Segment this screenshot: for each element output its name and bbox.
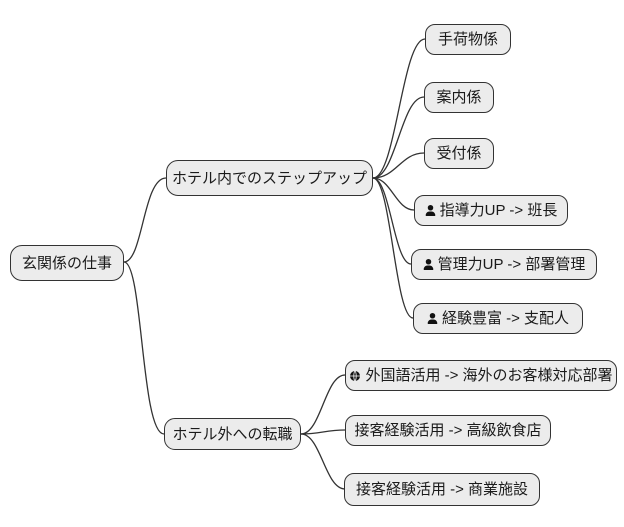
node-label: 接客経験活用 -> 高級飲食店 xyxy=(354,422,542,439)
edge-career-to-commercial xyxy=(300,433,346,490)
node-root: 玄関係の仕事 xyxy=(10,245,124,281)
node-foreign-language: 外国語活用 -> 海外のお客様対応部署 xyxy=(345,360,617,391)
edge-stepup-to-leadership xyxy=(372,177,415,211)
node-label: 案内係 xyxy=(436,89,482,106)
node-label: 指導力UP -> 班長 xyxy=(439,202,558,219)
node-hotel-internal-stepup: ホテル内でのステップアップ xyxy=(166,160,373,196)
edge-stepup-to-experience xyxy=(372,177,414,319)
node-hotel-external-career: ホテル外への転職 xyxy=(164,418,301,450)
node-label: 受付係 xyxy=(436,145,482,162)
node-label: 接客経験活用 -> 商業施設 xyxy=(355,481,529,498)
node-label: ホテル内でのステップアップ xyxy=(172,169,368,187)
node-commercial-facility: 接客経験活用 -> 商業施設 xyxy=(344,473,540,506)
node-baggage-staff: 手荷物係 xyxy=(425,24,511,55)
edge-root-to-internal-stepup xyxy=(123,177,167,263)
person-icon xyxy=(427,313,438,324)
node-label: 手荷物係 xyxy=(437,31,498,48)
node-label: 管理力UP -> 部署管理 xyxy=(437,256,586,273)
node-reception-staff: 受付係 xyxy=(424,138,494,169)
edge-stepup-to-reception xyxy=(372,152,425,179)
node-luxury-restaurant: 接客経験活用 -> 高級飲食店 xyxy=(345,415,551,446)
edge-stepup-to-guide xyxy=(372,96,425,179)
node-management-up: 管理力UP -> 部署管理 xyxy=(411,249,597,280)
edge-career-to-restaurant xyxy=(300,429,346,435)
person-icon xyxy=(425,205,436,216)
node-label: 玄関係の仕事 xyxy=(21,254,112,272)
globe-icon xyxy=(349,370,361,382)
node-guide-staff: 案内係 xyxy=(424,82,494,113)
edge-career-to-foreign-language xyxy=(300,374,346,435)
node-label: 経験豊富 -> 支配人 xyxy=(441,310,570,327)
edge-stepup-to-baggage xyxy=(372,38,426,179)
person-icon xyxy=(423,259,434,270)
node-label: 外国語活用 -> 海外のお客様対応部署 xyxy=(365,367,613,384)
node-leadership-up: 指導力UP -> 班長 xyxy=(414,195,568,226)
node-rich-experience: 経験豊富 -> 支配人 xyxy=(413,303,583,334)
node-label: ホテル外への転職 xyxy=(172,425,293,443)
edge-root-to-external-career xyxy=(123,261,165,435)
